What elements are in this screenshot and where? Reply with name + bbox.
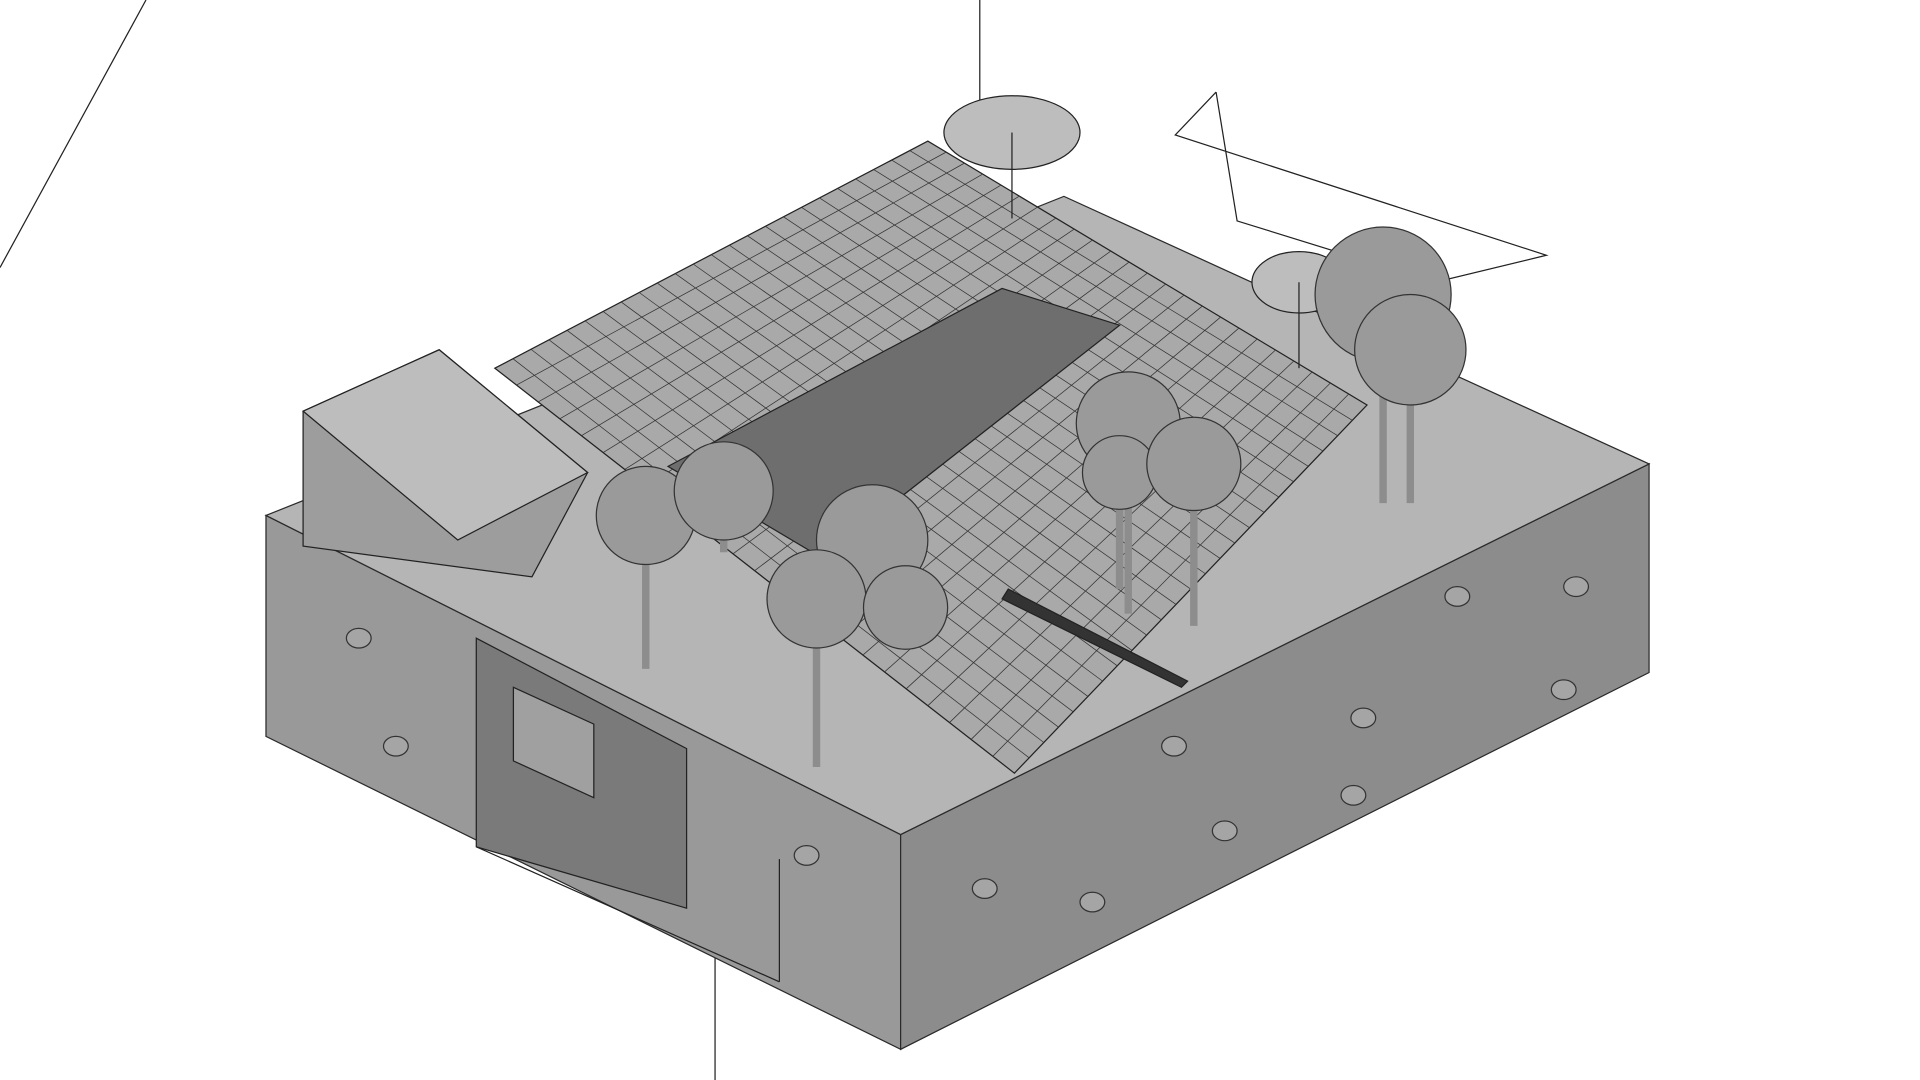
tree-canopy (673, 441, 774, 541)
tile-line (970, 382, 1331, 740)
rocks (345, 576, 1590, 913)
guide-lines (0, 0, 1549, 1080)
fence (1001, 588, 1189, 689)
rock (1550, 679, 1577, 701)
rock (793, 844, 820, 866)
rock (1563, 576, 1590, 598)
tile-line (873, 169, 1324, 452)
tile-line (891, 159, 1338, 436)
tree-canopy (1354, 293, 1467, 406)
rock (345, 627, 372, 649)
tile-line (909, 150, 1353, 421)
rock (382, 735, 409, 757)
rock (1350, 707, 1377, 729)
pool (666, 287, 1121, 560)
rock (1444, 586, 1471, 607)
rock (1161, 735, 1188, 757)
tree-canopy (766, 549, 867, 649)
rock (971, 878, 998, 899)
entrance (475, 637, 780, 983)
tile-line (992, 393, 1349, 757)
trees (595, 226, 1467, 768)
rock (1211, 820, 1238, 842)
shed (301, 349, 589, 578)
tree-canopy (1081, 435, 1158, 510)
rock (1079, 891, 1106, 913)
tile-line (927, 360, 1295, 706)
tree-canopy (1146, 416, 1242, 512)
rock (1340, 784, 1367, 806)
tree-canopy (862, 565, 949, 650)
